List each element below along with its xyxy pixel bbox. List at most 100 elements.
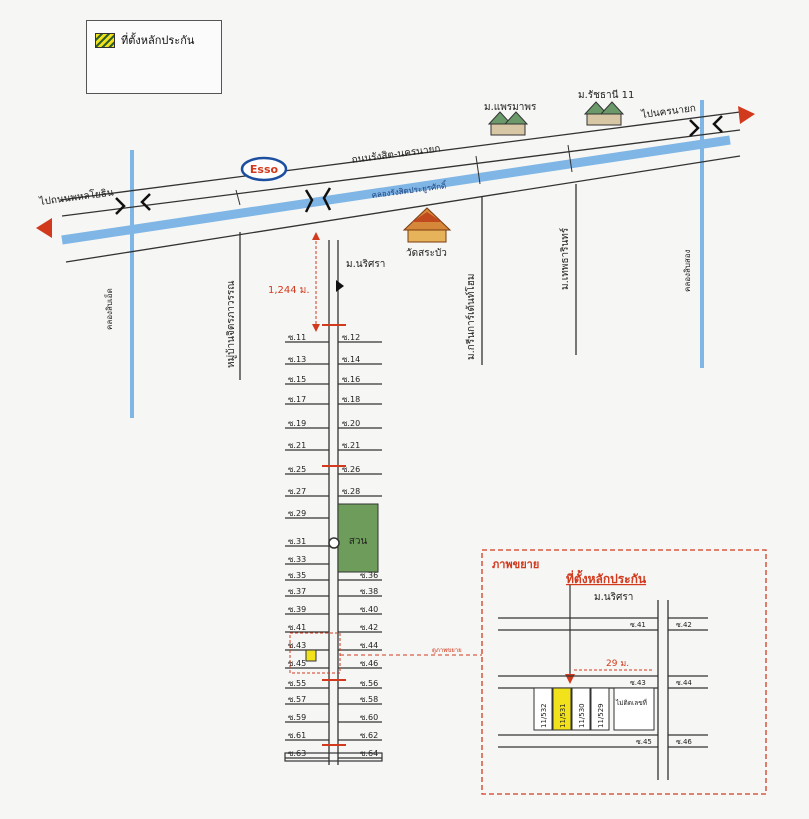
temple-label: วัดสระบัว	[406, 248, 447, 259]
plot	[590, 687, 610, 731]
inset-soi-label: ซ.43	[630, 679, 646, 687]
soi-label-right: ซ.56	[360, 679, 378, 688]
soi-labels-left: ซ.11ซ.13ซ.15ซ.17ซ.19ซ.21ซ.25ซ.27ซ.29ซ.31…	[288, 333, 306, 758]
soi-label-left: ซ.13	[288, 355, 306, 364]
enlarge-link-label: ดูภาพขยาย	[432, 647, 462, 654]
left-direction-label: ไปถนนพหลโยธิน	[38, 185, 115, 208]
soi-label-left: ซ.61	[288, 731, 306, 740]
cross-road	[475, 155, 481, 185]
village-c-label: ม.เทพธารินทร์	[559, 227, 571, 290]
soi-label-right: ซ.12	[342, 333, 360, 342]
soi-labels-right: ซ.12 ซ.14 ซ.16 ซ.18 ซ.20 ซ.21 ซ.26 ซ.28 ซ.36 ซ.38…	[342, 333, 378, 758]
inset-soi-label: ซ.42	[676, 621, 692, 629]
soi-label-right: ซ.58	[360, 695, 378, 704]
soi-label-left: ซ.41	[288, 623, 306, 632]
legend-box: ที่ตั้งหลักประกัน	[86, 20, 222, 94]
soi-label-right: ซ.16	[342, 375, 360, 384]
arrow-up-icon	[312, 232, 320, 240]
soi-label-left: ซ.55	[288, 679, 306, 688]
soi-label-right: ซ.14	[342, 355, 360, 364]
legend-label: ที่ตั้งหลักประกัน	[121, 34, 195, 47]
soi-end-cap	[284, 752, 383, 762]
house-icon	[487, 111, 529, 136]
soi-label-left: ซ.15	[288, 375, 306, 384]
cross-road	[567, 144, 573, 173]
soi-label-right: ซ.38	[360, 587, 378, 596]
main-road-label: ถนนรังสิต-นครนายก	[351, 144, 441, 166]
plot-label: 11/532	[540, 703, 548, 728]
soi-label-left: ซ.17	[288, 395, 306, 404]
soi-label-right: ซ.21	[342, 441, 360, 450]
house-2-label: ม.รัชธานี 11	[578, 89, 634, 101]
collateral-marker	[305, 649, 317, 662]
soi-label-left: ซ.31	[288, 537, 306, 546]
soi-grid	[284, 341, 383, 762]
soi-label-left: ซ.39	[288, 605, 306, 614]
house-1-label: ม.แพรมาพร	[484, 102, 537, 113]
soi-label-right: ซ.26	[342, 465, 360, 474]
plot	[571, 687, 591, 731]
collateral-swatch-icon	[95, 32, 115, 48]
cross-road	[235, 189, 241, 206]
pointer-icon	[336, 280, 344, 292]
inset-distance-label: 29 ม.	[606, 659, 629, 669]
legend-row: ที่ตั้งหลักประกัน	[95, 31, 194, 49]
project-label: ม.นริศรา	[346, 259, 385, 270]
soi-label-right: ซ.46	[360, 659, 378, 668]
soi-label-right: ซ.36	[360, 571, 378, 580]
temple-icon	[402, 207, 452, 243]
soi-label-left: ซ.43	[288, 641, 306, 650]
soi-label-right: ซ.42	[360, 623, 378, 632]
plot-empty	[613, 687, 655, 731]
soi-label-right: ซ.60	[360, 713, 378, 722]
soi-label-right: ซ.28	[342, 487, 360, 496]
soi-label-left: ซ.59	[288, 713, 306, 722]
soi-label-left: ซ.27	[288, 487, 306, 496]
gate-marks	[322, 324, 346, 746]
empty-plot-label: ไม่ติดเลขที่	[615, 698, 647, 707]
soi-label-right: ซ.40	[360, 605, 378, 614]
inset-soi-label: ซ.46	[676, 738, 692, 746]
inset-soi-label: ซ.45	[636, 738, 652, 746]
esso-label: Esso	[250, 163, 279, 176]
inset-target-label: ที่ตั้งหลักประกัน	[566, 569, 647, 586]
esso-logo-icon	[240, 156, 288, 182]
soi-label-right: ซ.44	[360, 641, 378, 650]
canal-bank-road	[65, 155, 741, 263]
soi-label-left: ซ.19	[288, 419, 306, 428]
soi-label-left: ซ.29	[288, 509, 306, 518]
main-canal	[61, 135, 731, 245]
soi-label-left: ซ.57	[288, 695, 306, 704]
soi-label-right: ซ.62	[360, 731, 378, 740]
plot-label: 11/530	[578, 703, 586, 728]
plot-label: 11/531	[559, 703, 567, 728]
house-icon	[583, 101, 625, 126]
bridge-center-icon	[304, 187, 332, 213]
bridge-left-icon	[115, 193, 151, 215]
inset-title: ภาพขยาย	[492, 558, 539, 571]
park-area	[337, 503, 379, 573]
soi-label-left: ซ.45	[288, 659, 306, 668]
soi-label-left: ซ.63	[288, 749, 306, 758]
collateral-plot[interactable]	[552, 687, 572, 731]
village-a-label: หมู่บ้านจิตรภาวรรณ	[225, 280, 237, 368]
main-canal-label: คลองรังสิตประยูรศักดิ์	[371, 179, 448, 201]
plot-label: 11/529	[597, 703, 605, 728]
arrow-down-icon	[312, 324, 320, 332]
soi-label-right: ซ.20	[342, 419, 360, 428]
right-arrow-icon	[738, 106, 755, 124]
left-arrow-icon	[36, 218, 52, 238]
soi-label-left: ซ.21	[288, 441, 306, 450]
main-road-top-edge	[59, 111, 741, 201]
inset-project-label: ม.นริศรา	[594, 592, 633, 603]
bridge-right-icon	[689, 115, 723, 137]
canal-right-label: คลองสิบสอง	[683, 249, 692, 292]
soi-label-left: ซ.33	[288, 555, 306, 564]
inset-panel: ภาพขยาย ที่ตั้งหลักประกัน ม.นริศรา 11/53…	[481, 549, 767, 795]
inset-frame	[481, 549, 767, 795]
enlarge-marker[interactable]	[289, 632, 341, 674]
main-road-bottom-edge	[61, 129, 741, 217]
soi-label-right: ซ.18	[342, 395, 360, 404]
soi-label-left: ซ.35	[288, 571, 306, 580]
